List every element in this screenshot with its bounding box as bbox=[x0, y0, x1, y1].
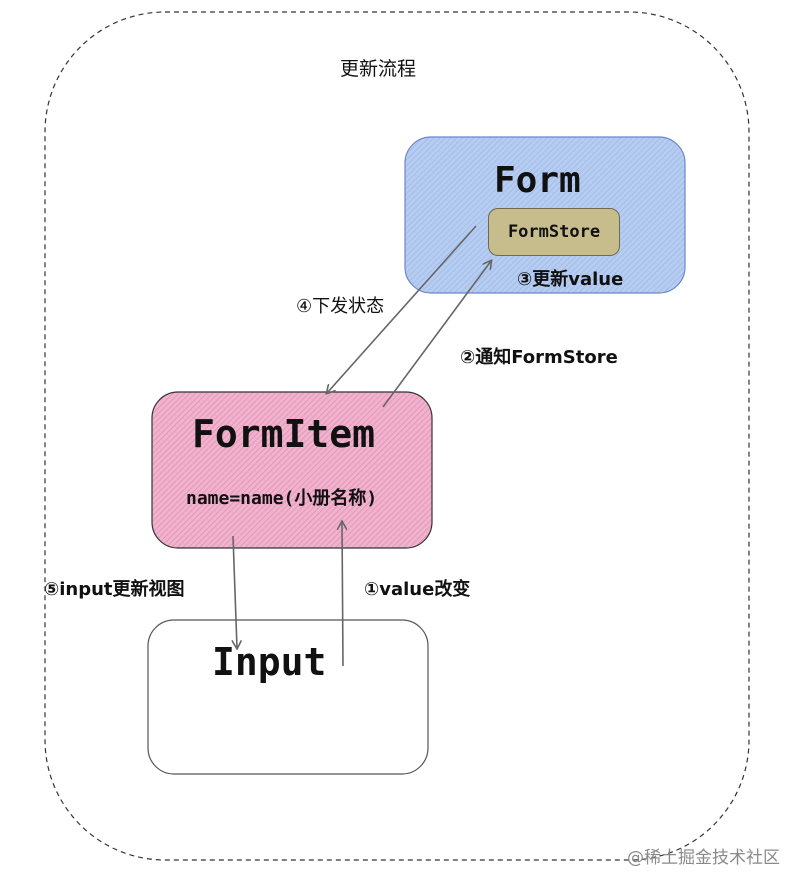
formitem-label: FormItem bbox=[192, 412, 376, 456]
step1-label: ①value改变 bbox=[364, 579, 471, 600]
watermark: @稀土掘金技术社区 bbox=[627, 848, 780, 868]
arrow-step4 bbox=[327, 225, 477, 393]
formstore-label: FormStore bbox=[507, 222, 601, 242]
step2-label: ②通知FormStore bbox=[460, 347, 618, 368]
step5-label: ⑤input更新视图 bbox=[44, 579, 185, 600]
formstore-box: FormStore bbox=[488, 208, 620, 256]
formitem-sub-label: name=name(小册名称) bbox=[186, 488, 378, 509]
arrow-step2 bbox=[382, 261, 491, 408]
input-label: Input bbox=[212, 640, 327, 684]
diagram-title: 更新流程 bbox=[340, 58, 417, 80]
form-label: Form bbox=[494, 160, 581, 201]
step3-label: ③更新value bbox=[517, 269, 624, 290]
arrow-step1 bbox=[342, 522, 343, 667]
arrow-step5 bbox=[233, 535, 237, 648]
formitem-box bbox=[151, 391, 433, 549]
input-box bbox=[147, 619, 429, 775]
outer-container bbox=[44, 11, 750, 861]
step4-label: ④下发状态 bbox=[296, 296, 385, 317]
